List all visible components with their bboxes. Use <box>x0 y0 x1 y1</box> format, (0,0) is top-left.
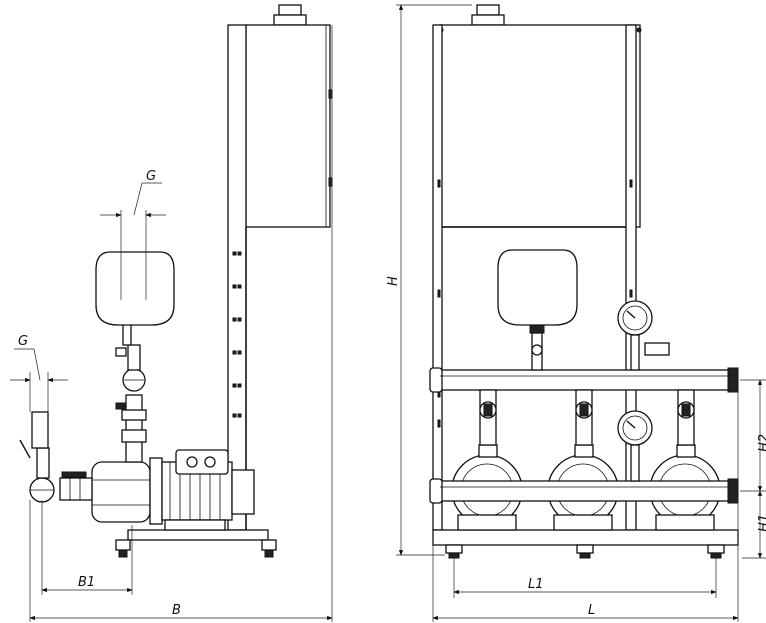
front-pressure-vessel <box>497 249 578 326</box>
side-pump-motor <box>91 449 255 531</box>
front-riser-2 <box>575 389 593 446</box>
side-frame-column <box>227 24 247 531</box>
side-suction-pipe <box>19 411 93 503</box>
dim-label-h: H <box>386 276 401 286</box>
dim-label-h1: H1 <box>757 514 766 532</box>
front-vessel-valve <box>529 324 545 371</box>
dim-label-b: B <box>172 603 181 618</box>
side-top-cap <box>273 4 307 26</box>
front-control-cabinet <box>439 24 641 228</box>
front-lower-manifold <box>429 478 739 504</box>
front-riser-3 <box>677 389 695 446</box>
side-pressure-vessel <box>95 251 175 326</box>
dim-label-h2: H2 <box>757 434 766 452</box>
front-top-cap <box>471 4 505 26</box>
dimension-lines <box>10 4 766 622</box>
front-base <box>432 529 739 559</box>
front-riser-1 <box>479 389 497 446</box>
pressure-gauge-lower <box>617 410 653 482</box>
dim-label-g-top: G <box>146 169 156 184</box>
dim-label-l1: L1 <box>528 577 544 592</box>
side-control-cabinet <box>245 24 331 228</box>
pressure-gauge-upper <box>617 300 670 371</box>
side-view <box>19 4 333 558</box>
side-base <box>115 529 277 558</box>
dim-label-b1: B1 <box>78 575 95 590</box>
front-view <box>429 4 739 559</box>
front-upper-manifold <box>429 367 739 393</box>
dim-label-g-left: G <box>18 334 28 349</box>
dim-label-l: L <box>588 603 595 618</box>
